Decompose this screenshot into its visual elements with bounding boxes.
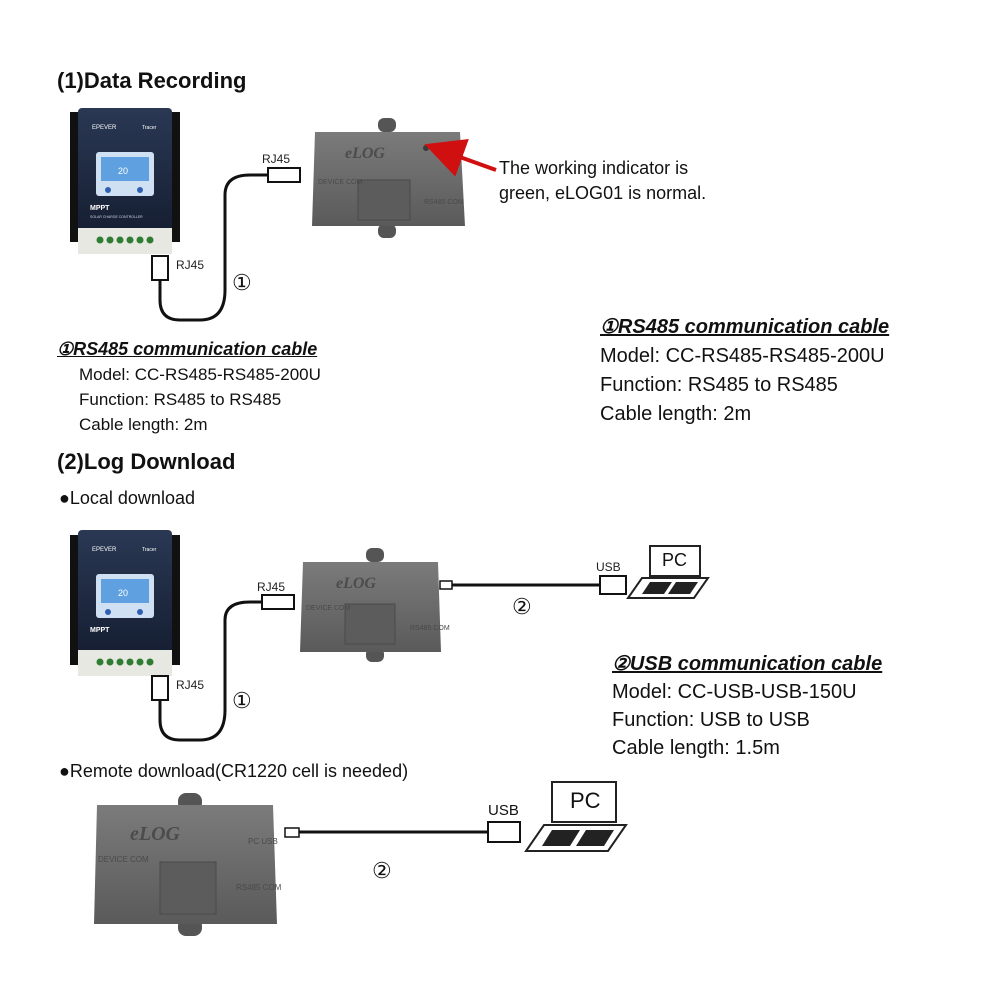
logger-port-device-remote: DEVICE COM bbox=[98, 855, 149, 864]
spec-usb-length: Cable length: 1.5m bbox=[612, 737, 780, 759]
pc-label-remote: PC bbox=[570, 788, 601, 813]
rj45-label-bottom-1: RJ45 bbox=[176, 258, 205, 272]
pc-label-2: PC bbox=[662, 550, 688, 570]
logger-brand-remote: eLOG bbox=[130, 823, 181, 845]
indicator-arrow bbox=[424, 139, 497, 177]
logger-port-device-1: DEVICE COM bbox=[318, 179, 363, 186]
controller-series-2: Tracer bbox=[142, 547, 157, 553]
local-download-label: Local download bbox=[69, 488, 195, 508]
logger-brand-2: eLOG bbox=[336, 575, 376, 592]
elog-logger-1 bbox=[312, 118, 465, 238]
cable-marker-rs485-1: ① bbox=[232, 270, 252, 295]
spec-rs485-left: ①RS485 communication cable Model: CC-RS4… bbox=[57, 337, 321, 437]
cable-marker-rs485-2: ① bbox=[232, 688, 252, 713]
remote-download-item: ●Remote download(CR1220 cell is needed) bbox=[59, 761, 408, 782]
usb-label-2: USB bbox=[596, 560, 621, 574]
spec-rs485-right-length: Cable length: 2m bbox=[600, 403, 752, 425]
controller-brand: EPEVER bbox=[92, 125, 117, 131]
spec-usb-function: Function: USB to USB bbox=[612, 709, 810, 731]
controller-device-2 bbox=[70, 530, 180, 676]
logger-port-pc-remote: PC USB bbox=[248, 837, 278, 846]
spec-rs485-left-title: ①RS485 communication cable bbox=[57, 339, 318, 359]
controller-model-2: MPPT bbox=[90, 627, 110, 634]
rj45-plug-top-2 bbox=[261, 594, 295, 610]
local-download-item: ●Local download bbox=[59, 488, 195, 509]
spec-rs485-right-function: Function: RS485 to RS485 bbox=[600, 374, 838, 396]
section-title-data-recording: (1)Data Recording bbox=[57, 68, 247, 93]
cable-marker-usb-2: ② bbox=[512, 594, 532, 619]
controller-series: Tracer bbox=[142, 125, 157, 131]
spec-usb-title: ②USB communication cable bbox=[612, 653, 883, 675]
usb-label-remote: USB bbox=[488, 802, 519, 819]
usb-plug-mini-remote bbox=[284, 827, 300, 838]
logger-port-rs485-1: RS485 COM bbox=[424, 199, 464, 206]
elog-logger-2 bbox=[300, 548, 441, 662]
usb-plug-a-remote bbox=[487, 821, 521, 843]
logger-port-device-2: DEVICE COM bbox=[306, 605, 351, 612]
elog-logger-remote bbox=[94, 793, 277, 936]
rj45-plug-bottom-2 bbox=[151, 675, 169, 701]
pc-laptop-icon-remote bbox=[524, 781, 628, 852]
spec-rs485-right-title: ①RS485 communication cable bbox=[600, 316, 890, 338]
controller-brand-2: EPEVER bbox=[92, 547, 117, 553]
controller-subtitle: SOLAR CHARGE CONTROLLER bbox=[90, 215, 143, 219]
bullet-icon: ● bbox=[59, 488, 70, 508]
controller-display: 20 bbox=[118, 166, 128, 176]
rs485-cable-2 bbox=[158, 600, 282, 742]
rj45-label-top-1: RJ45 bbox=[262, 152, 291, 166]
spec-usb-model: Model: CC-USB-USB-150U bbox=[612, 681, 857, 703]
controller-model: MPPT bbox=[90, 205, 110, 212]
spec-rs485-left-length: Cable length: 2m bbox=[79, 415, 208, 434]
usb-plug-a-2 bbox=[599, 575, 627, 595]
rj45-plug-bottom-1 bbox=[151, 255, 169, 281]
logger-port-rs485-remote: RS485 COM bbox=[236, 883, 282, 892]
controller-display-2: 20 bbox=[118, 588, 128, 598]
controller-device-1 bbox=[70, 108, 180, 254]
spec-rs485-left-function: Function: RS485 to RS485 bbox=[79, 390, 282, 409]
remote-download-label: Remote download(CR1220 cell is needed) bbox=[69, 761, 409, 781]
bullet-icon-2: ● bbox=[59, 761, 70, 781]
rj45-label-top-2: RJ45 bbox=[257, 580, 286, 594]
cable-marker-usb-remote: ② bbox=[372, 858, 392, 883]
rj45-label-bottom-2: RJ45 bbox=[176, 678, 205, 692]
indicator-note: The working indicator is green, eLOG01 i… bbox=[499, 156, 706, 206]
rs485-cable-1 bbox=[158, 173, 290, 322]
spec-usb: ②USB communication cable Model: CC-USB-U… bbox=[612, 650, 882, 762]
indicator-note-line1: The working indicator is bbox=[499, 158, 689, 178]
spec-rs485-left-model: Model: CC-RS485-RS485-200U bbox=[79, 365, 321, 384]
rj45-plug-top-1 bbox=[267, 167, 301, 183]
usb-plug-mini-2 bbox=[439, 580, 453, 590]
logger-port-rs485-2: RS485 COM bbox=[410, 625, 450, 632]
logger-brand-1: eLOG bbox=[345, 145, 385, 162]
pc-laptop-icon-2 bbox=[626, 545, 710, 599]
section-title-log-download: (2)Log Download bbox=[57, 449, 236, 474]
indicator-note-line2: green, eLOG01 is normal. bbox=[499, 183, 707, 203]
spec-rs485-right-model: Model: CC-RS485-RS485-200U bbox=[600, 345, 885, 367]
spec-rs485-right: ①RS485 communication cable Model: CC-RS4… bbox=[600, 313, 889, 429]
